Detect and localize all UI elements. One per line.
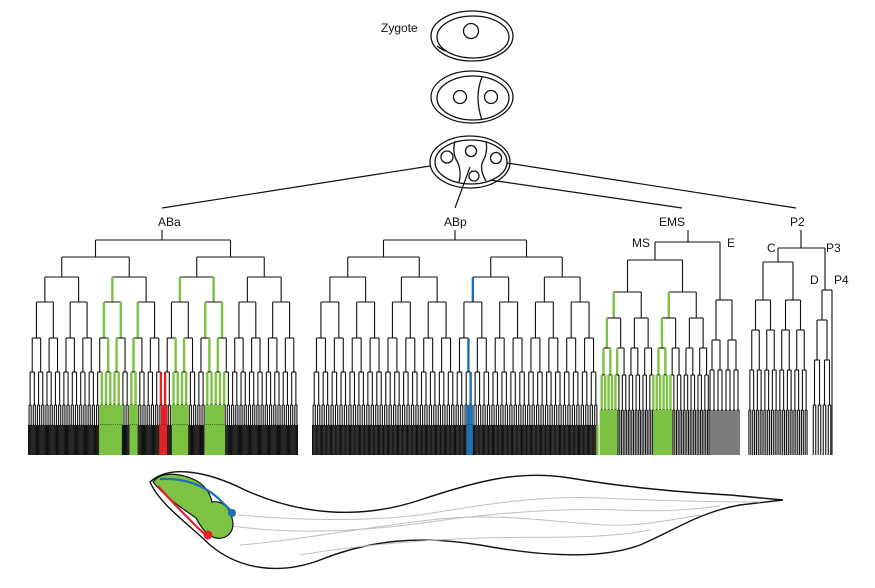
worm [149, 471, 784, 570]
label-p4: P4 [834, 273, 849, 287]
label-abp: ABp [444, 215, 467, 229]
worm-neuron-blue [159, 477, 235, 514]
lineage-trees [27, 230, 833, 455]
label-p3: P3 [826, 241, 841, 255]
zygote-embryo [430, 10, 514, 62]
worm-neuron-blue-body [228, 509, 236, 517]
zygote-label: Zygote [381, 21, 418, 35]
label-e: E [727, 236, 735, 250]
label-c: C [767, 241, 776, 255]
label-ems: EMS [659, 215, 685, 229]
founder-connectors [161, 162, 797, 209]
worm-pharynx [152, 473, 234, 539]
worm-body-outline [149, 471, 784, 570]
label-aba: ABa [158, 215, 181, 229]
two-cell-embryo [430, 70, 514, 124]
worm-neuron-red-body [203, 530, 213, 540]
label-d: D [810, 273, 819, 287]
label-ms: MS [632, 236, 650, 250]
label-p2: P2 [790, 215, 805, 229]
four-cell-embryo [429, 135, 511, 189]
